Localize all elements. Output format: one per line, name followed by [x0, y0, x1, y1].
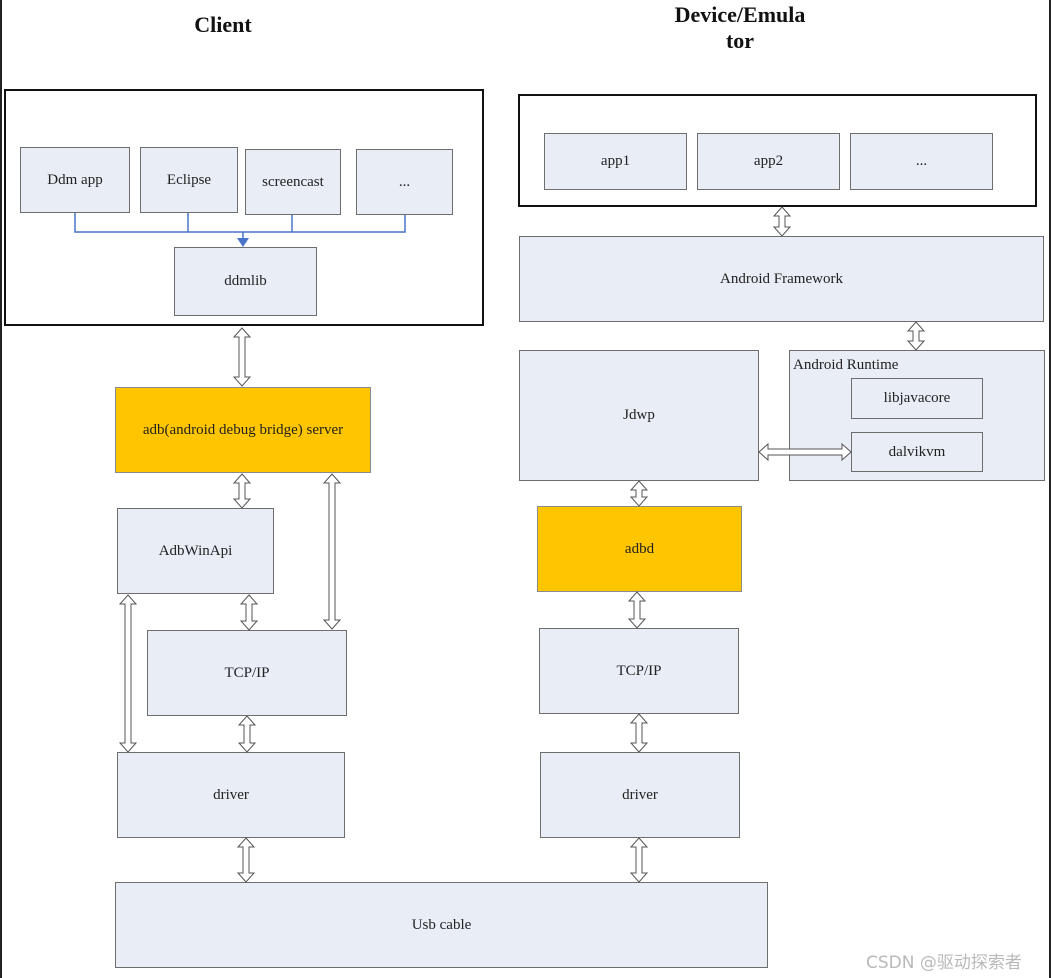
ddm-app-box: Ddm app: [20, 147, 130, 213]
jdwp-label: Jdwp: [623, 407, 655, 423]
device-tcpip-box: TCP/IP: [539, 628, 739, 714]
arrow-framework-to-runtime: [906, 321, 926, 351]
arrow-apps-to-framework: [772, 206, 792, 237]
arrow-tcpip-to-driver: [237, 715, 257, 753]
eclipse-label: Eclipse: [166, 171, 212, 188]
libjavacore-box: libjavacore: [851, 378, 983, 419]
adbd-label: adbd: [624, 540, 655, 557]
android-runtime-label: Android Runtime: [793, 357, 899, 373]
arrow-device-driver-to-usb: [629, 837, 649, 883]
left-frame-edge: [0, 0, 2, 978]
tools-bus: [74, 213, 406, 240]
app1-label: app1: [600, 153, 631, 169]
watermark-text: CSDN @驱动探索者: [866, 953, 1022, 973]
adbwinapi-box: AdbWinApi: [117, 508, 274, 594]
android-framework-box: Android Framework: [519, 236, 1044, 322]
ddm-app-label: Ddm app: [47, 171, 103, 188]
more-apps-box: ...: [850, 133, 993, 190]
arrow-adbd-to-tcpip: [627, 591, 647, 629]
arrow-client-to-adbserver: [232, 327, 252, 387]
dalvikvm-label: dalvikvm: [888, 443, 946, 460]
device-driver-box: driver: [540, 752, 740, 838]
more-tools-label: ...: [398, 173, 411, 190]
screencast-label: screencast: [262, 173, 324, 190]
device-tcpip-label: TCP/IP: [616, 662, 662, 679]
arrow-jdwp-to-dalvikvm: [758, 442, 852, 462]
arrow-adbserver-to-tcpip: [322, 473, 342, 630]
usb-cable-box: Usb cable: [115, 882, 768, 968]
libjavacore-label: libjavacore: [883, 390, 951, 406]
adbwinapi-label: AdbWinApi: [158, 542, 233, 559]
adb-server-box: adb(android debug bridge) server: [115, 387, 371, 473]
client-tcpip-box: TCP/IP: [147, 630, 347, 716]
arrow-adbserver-to-adbwinapi: [232, 473, 252, 509]
arrow-adbwinapi-to-tcpip: [239, 594, 259, 631]
more-apps-label: ...: [915, 153, 928, 169]
app2-box: app2: [697, 133, 840, 190]
dalvikvm-box: dalvikvm: [851, 432, 983, 472]
app1-box: app1: [544, 133, 687, 190]
adb-server-label: adb(android debug bridge) server: [142, 421, 344, 438]
ddmlib-label: ddmlib: [224, 273, 267, 289]
jdwp-box: Jdwp: [519, 350, 759, 481]
more-tools-box: ...: [356, 149, 453, 215]
app2-label: app2: [753, 153, 784, 169]
right-frame-edge: [1049, 0, 1051, 978]
arrow-client-driver-to-usb: [236, 837, 256, 883]
arrow-device-tcpip-to-driver: [629, 713, 649, 753]
arrow-jdwp-to-adbd: [629, 480, 649, 507]
android-framework-label: Android Framework: [720, 270, 843, 287]
device-heading: Device/Emula tor: [674, 2, 806, 53]
client-heading: Client: [194, 12, 252, 37]
client-driver-label: driver: [213, 786, 249, 803]
usb-cable-label: Usb cable: [411, 916, 472, 933]
arrow-adbwinapi-to-driver: [118, 594, 138, 753]
client-tcpip-label: TCP/IP: [224, 664, 270, 681]
adbd-box: adbd: [537, 506, 742, 592]
ddmlib-arrowhead: [237, 238, 249, 247]
device-driver-label: driver: [622, 786, 658, 803]
screencast-box: screencast: [245, 149, 341, 215]
ddmlib-box: ddmlib: [174, 247, 317, 316]
eclipse-box: Eclipse: [140, 147, 238, 213]
client-driver-box: driver: [117, 752, 345, 838]
